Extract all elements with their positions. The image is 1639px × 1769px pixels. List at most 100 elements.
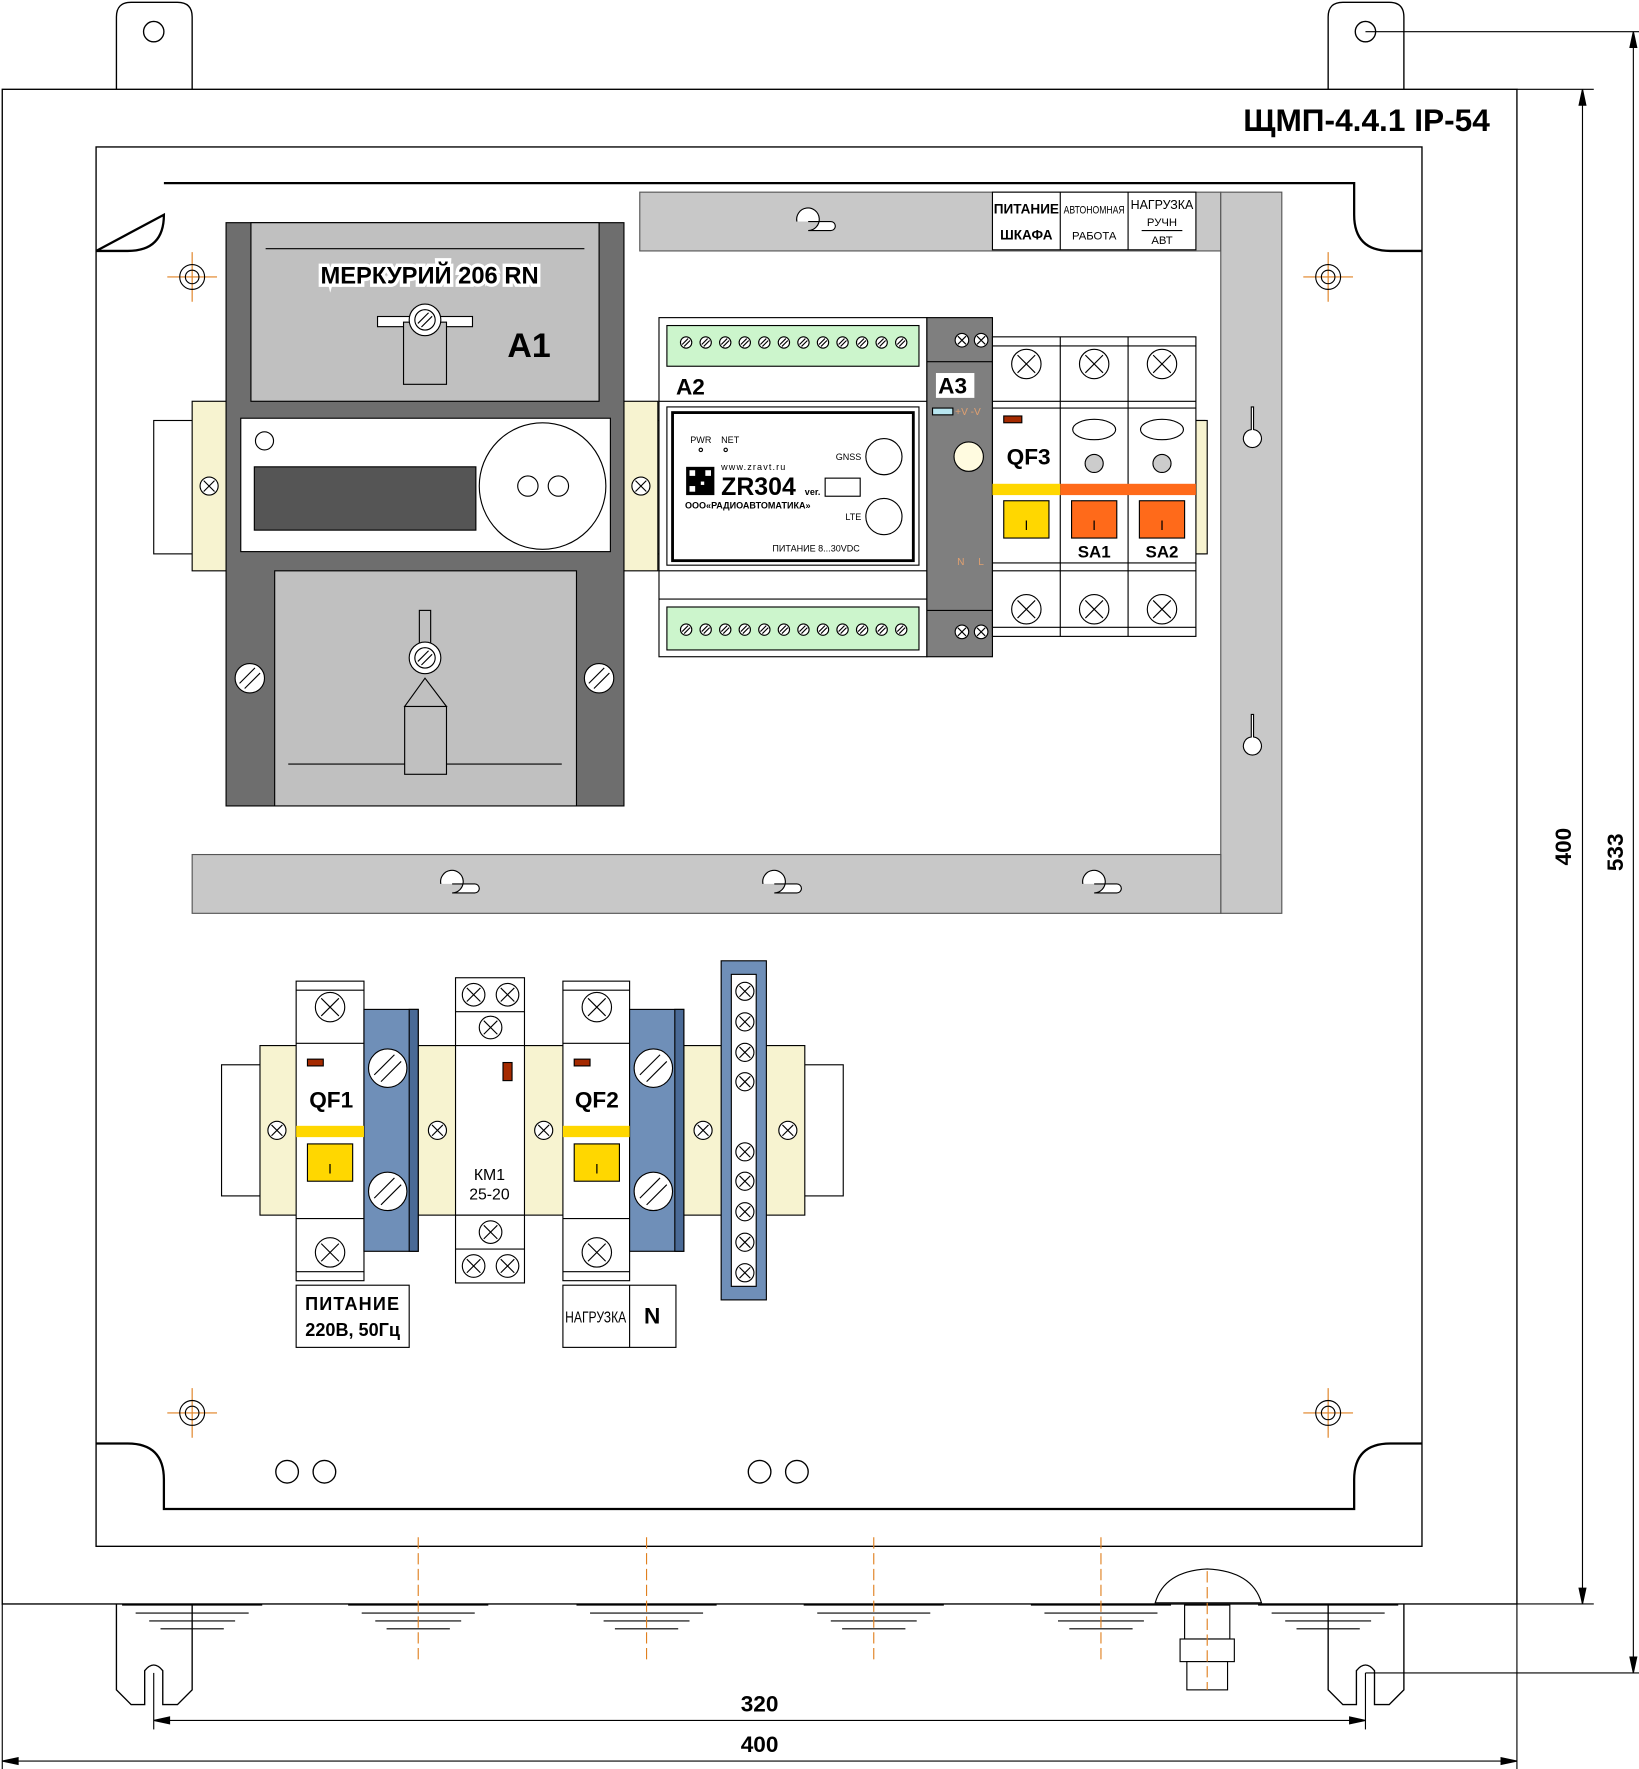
sa1-on-mark: I <box>1092 518 1096 533</box>
a2-ref-label: A2 <box>676 374 705 399</box>
screw-icon <box>816 623 830 636</box>
keyhole-slots <box>440 207 1263 894</box>
screw-icon <box>495 1254 520 1278</box>
screw-icon <box>836 336 849 349</box>
screw-icon <box>461 982 486 1007</box>
screw-icon <box>1146 594 1178 625</box>
qf3-lever <box>1003 500 1050 539</box>
gland-icon <box>1258 1604 1399 1630</box>
screw-icon <box>735 1263 755 1283</box>
screw-icon <box>679 336 693 349</box>
screw-icon <box>735 1202 755 1222</box>
qf2-lever <box>573 1143 620 1182</box>
screw-icon <box>633 1048 674 1088</box>
screw-icon <box>973 332 989 348</box>
screw-icon <box>719 623 732 636</box>
supply-voltage: 220В, 50Гц <box>305 1320 400 1340</box>
label-c3-l2: РУЧН <box>1147 217 1177 229</box>
screw-icon <box>581 1237 613 1268</box>
screw-icon <box>875 336 888 349</box>
screw-icon <box>679 623 693 636</box>
screw-icon <box>478 1015 503 1040</box>
km1-rating: 25-20 <box>469 1186 510 1203</box>
screw-icon <box>738 336 752 349</box>
mounting-ears <box>115 1 1405 1706</box>
screw-icon <box>797 336 810 349</box>
gland-icon <box>122 1604 263 1630</box>
a3-ref-label: A3 <box>938 373 967 398</box>
mounting-plate <box>191 191 1283 914</box>
screw-icon <box>693 1120 713 1140</box>
label-c1-l2: ШКАФА <box>1000 228 1053 243</box>
qf1-label: QF1 <box>309 1088 353 1113</box>
load-label: НАГРУЗКА <box>565 1310 626 1327</box>
screw-icon <box>478 1220 503 1244</box>
a3-led <box>931 407 954 416</box>
screw-icon <box>1078 348 1110 380</box>
screw-icon <box>267 1120 287 1140</box>
fixing-point-icon <box>167 1388 218 1438</box>
sa1-lever <box>1071 500 1118 539</box>
screw-icon <box>777 336 791 349</box>
switch-modules <box>991 336 1197 637</box>
label-c1-l1: ПИТАНИЕ <box>994 202 1059 217</box>
screw-icon <box>461 1254 486 1278</box>
screw-icon <box>1078 594 1110 625</box>
screw-icon <box>735 1042 755 1062</box>
pwr-label: PWR <box>690 435 712 445</box>
manufacturer-label: ООО«РАДИОАВТОМАТИКА» <box>685 501 811 511</box>
screw-icon <box>367 1171 408 1212</box>
label-c2-l2: РАБОТА <box>1072 231 1117 243</box>
version-label: ver. <box>805 487 821 497</box>
model-label: ZR304 <box>721 473 796 501</box>
dim-total-height: 533 <box>1603 833 1628 871</box>
screw-icon <box>875 623 888 636</box>
screw-icon <box>758 623 771 636</box>
a3-n-label: N <box>957 557 964 568</box>
screw-icon <box>234 662 266 694</box>
meter-disc <box>478 422 607 550</box>
screw-icon <box>836 623 849 636</box>
screw-icon <box>797 623 810 636</box>
axis-lines <box>417 1537 1208 1690</box>
screw-icon <box>855 336 869 349</box>
screw-icon <box>699 623 712 636</box>
qf2-label: QF2 <box>575 1088 619 1113</box>
screw-icon <box>895 336 908 349</box>
label-c2-l1: АВТОНОМНАЯ <box>1064 205 1125 217</box>
qf3-label: QF3 <box>1007 445 1051 470</box>
a3-l-label: L <box>978 557 984 568</box>
screw-icon <box>738 623 752 636</box>
km1-label: КМ1 <box>474 1167 505 1184</box>
screw-icon <box>699 336 712 349</box>
screw-icon <box>735 1012 755 1032</box>
a3-voltage-label: +V -V <box>955 407 981 418</box>
screw-icon <box>735 1142 755 1162</box>
screw-icon <box>1011 594 1042 625</box>
screw-icon <box>414 309 436 331</box>
gnss-antenna-connector <box>865 438 903 476</box>
dimension-lines <box>1 31 1639 1769</box>
screw-icon <box>631 476 651 496</box>
function-label-table: ПИТАНИЕ ШКАФА АВТОНОМНАЯ РАБОТА НАГРУЗКА… <box>991 191 1197 251</box>
screw-icon <box>427 1120 448 1140</box>
screw-icon <box>534 1120 554 1140</box>
screw-icon <box>778 1120 798 1140</box>
a3-adjust-knob <box>953 441 984 472</box>
door-seal-outline <box>95 181 1422 1511</box>
sa2-on-mark: I <box>1160 518 1164 533</box>
meter-model-label: МЕРКУРИЙ 206 RN <box>320 262 538 290</box>
screw-icon <box>314 1237 346 1268</box>
neutral-label: N <box>644 1304 660 1329</box>
fixing-point-icon <box>167 252 218 302</box>
label-c3-l1: НАГРУЗКА <box>1131 198 1194 212</box>
screw-icon <box>1011 348 1042 380</box>
power-supply-a3 <box>926 317 994 658</box>
qf1-lever <box>306 1143 354 1182</box>
fixing-point-icon <box>1303 252 1354 302</box>
lte-antenna-connector <box>865 497 903 536</box>
screw-icon <box>855 623 869 636</box>
screw-icon <box>895 623 908 636</box>
enclosure-outline <box>1 88 1518 1605</box>
